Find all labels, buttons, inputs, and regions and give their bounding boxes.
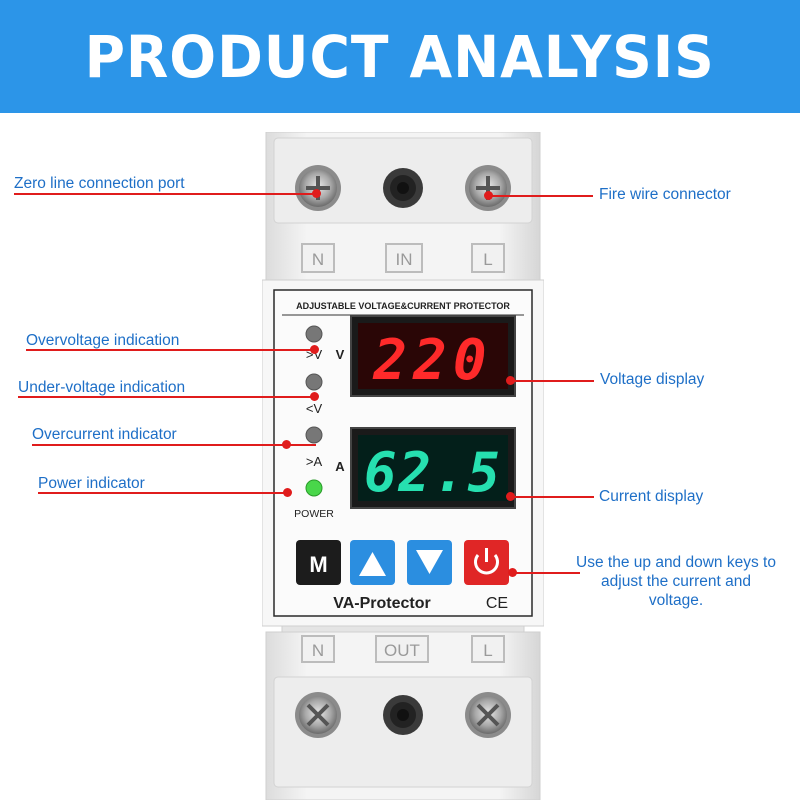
ce-mark: CE: [486, 595, 508, 612]
leader-undervoltage: [18, 396, 318, 398]
power-icon: [474, 554, 499, 575]
leader-dot-overcurrent: [282, 440, 291, 449]
leader-dot-power-indicator: [283, 488, 292, 497]
leader-dot-current-display: [506, 492, 515, 501]
leader-zero-line: [14, 193, 314, 195]
title-banner: PRODUCT ANALYSIS: [0, 0, 800, 113]
terminal-n-top-label: N: [312, 250, 324, 269]
voltage-protector-device: N IN L ADJUSTABLE VOLTAGE&CURRENT PROTEC…: [262, 132, 544, 800]
brand-label: VA-Protector: [333, 595, 431, 612]
leader-keys: [512, 572, 580, 574]
menu-button-label: M: [309, 552, 327, 577]
label-power: POWER: [294, 508, 334, 520]
screw-n-top: [295, 165, 341, 211]
screw-out-bottom: [383, 695, 423, 735]
terminal-n-bottom-label: N: [312, 641, 324, 660]
callout-fire-wire: Fire wire connector: [599, 186, 731, 203]
callout-overcurrent: Overcurrent indicator: [32, 426, 177, 443]
callout-undervoltage: Under-voltage indication: [18, 379, 186, 396]
leader-current-display: [510, 496, 594, 498]
leader-dot-zero-line: [312, 189, 321, 198]
terminal-in-top-label: IN: [396, 250, 413, 269]
label-a-unit: A: [335, 459, 345, 474]
terminal-l-top-label: L: [483, 250, 492, 269]
screw-l-top: [465, 165, 511, 211]
screw-l-bottom: [465, 692, 511, 738]
label-over-a: >A: [306, 454, 323, 469]
up-arrow-icon: [359, 552, 386, 576]
callout-current-display: Current display: [599, 488, 704, 505]
label-v-unit: V: [336, 347, 345, 362]
callout-zero-line: Zero line connection port: [14, 175, 185, 192]
terminal-l-bottom-label: L: [483, 641, 492, 660]
power-button[interactable]: [464, 540, 509, 585]
terminal-out-bottom-label: OUT: [384, 641, 420, 660]
leader-fire-wire: [488, 195, 593, 197]
panel-title: ADJUSTABLE VOLTAGE&CURRENT PROTECTOR: [296, 301, 510, 311]
label-under-v: <V: [306, 401, 323, 416]
leader-dot-undervoltage: [310, 392, 319, 401]
callout-power-indicator: Power indicator: [38, 475, 145, 492]
leader-power-indicator: [38, 492, 284, 494]
leader-dot-voltage-display: [506, 376, 515, 385]
leader-dot-fire-wire: [484, 191, 493, 200]
callout-keys: Use the up and down keys to adjust the c…: [576, 554, 776, 609]
power-led: [305, 479, 323, 497]
leader-dot-keys: [508, 568, 517, 577]
leader-overvoltage: [26, 349, 316, 351]
leader-voltage-display: [510, 380, 594, 382]
screw-in-top: [383, 168, 423, 208]
banner-title: PRODUCT ANALYSIS: [84, 22, 716, 91]
down-arrow-icon: [416, 550, 443, 574]
leader-dot-overvoltage: [310, 345, 319, 354]
voltage-display-value: 220: [372, 328, 492, 393]
callout-voltage-display: Voltage display: [600, 371, 705, 388]
leader-overcurrent: [32, 444, 316, 446]
screw-n-bottom: [295, 692, 341, 738]
current-display-value: 62.5: [364, 441, 502, 504]
menu-button[interactable]: [296, 540, 341, 585]
callout-overvoltage: Overvoltage indication: [26, 332, 180, 349]
